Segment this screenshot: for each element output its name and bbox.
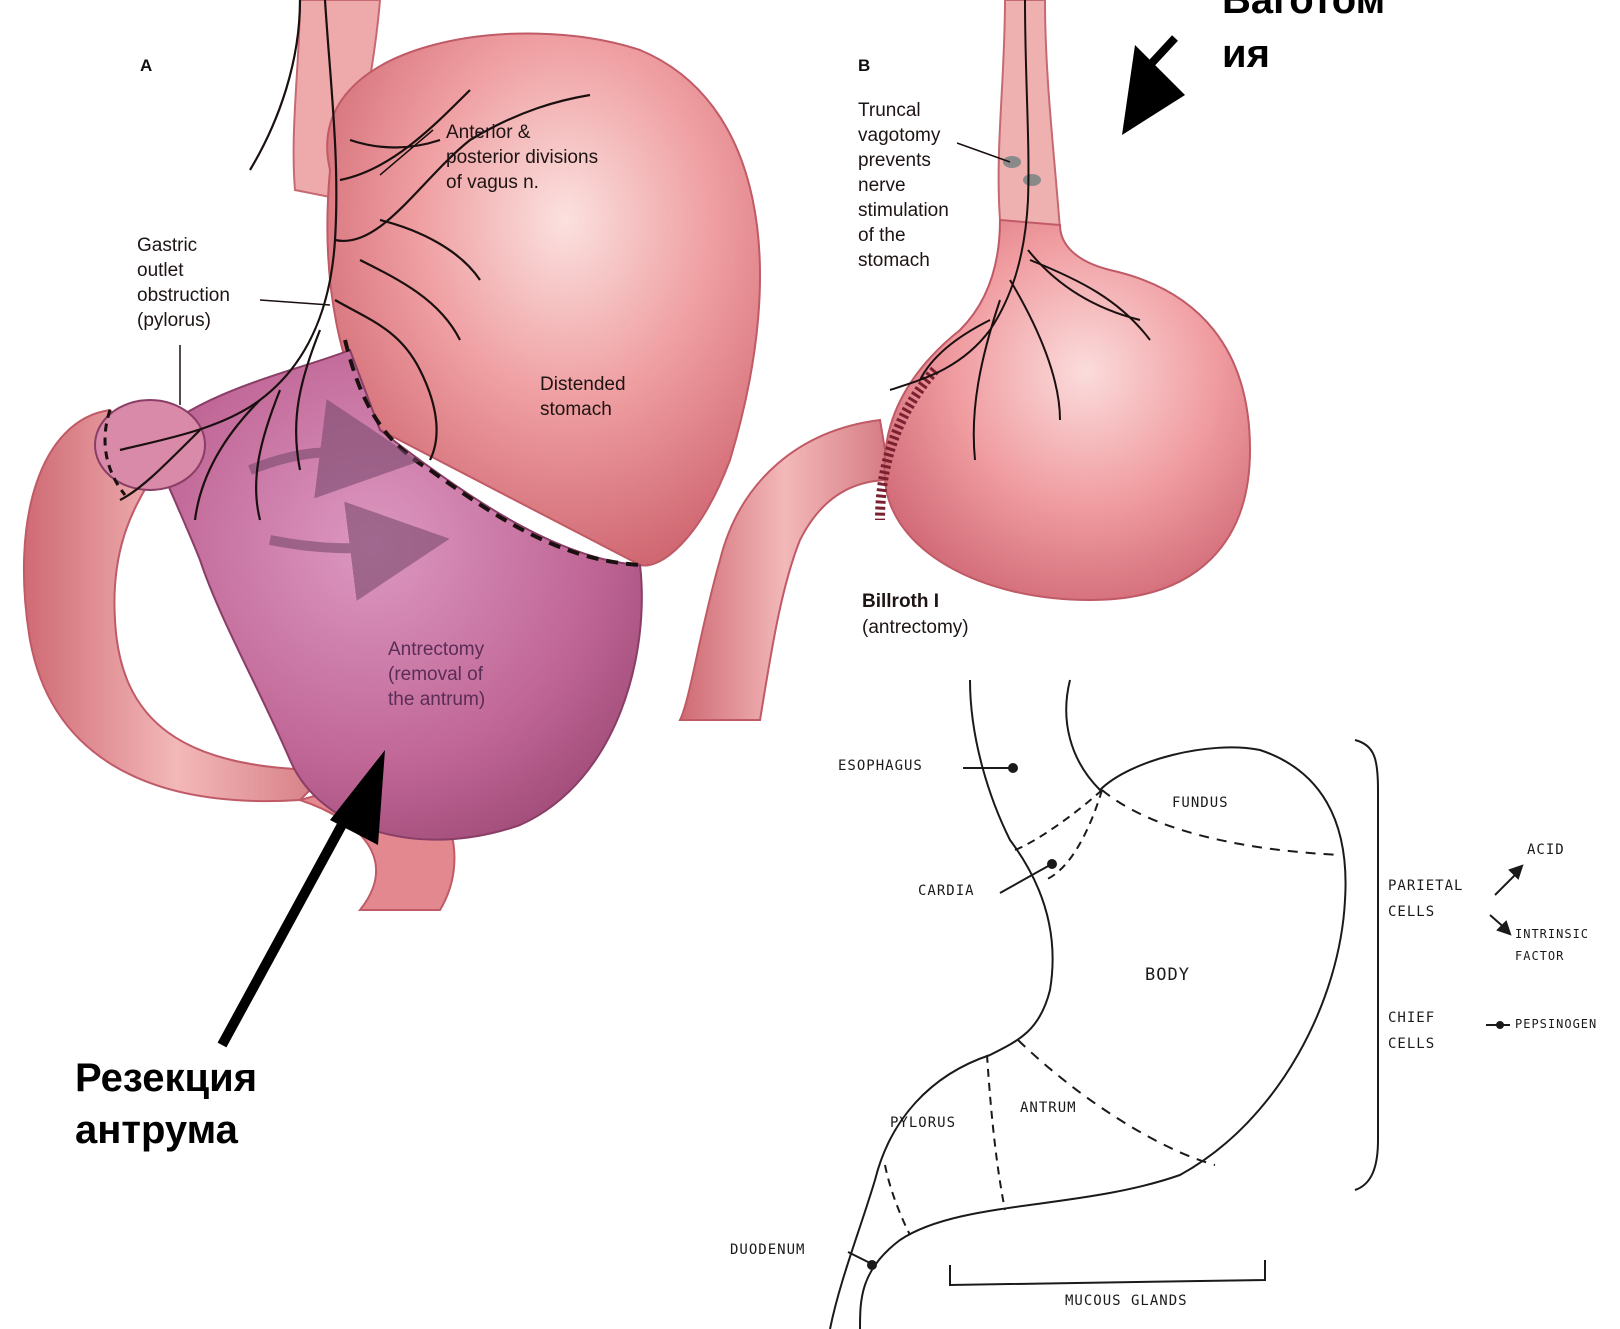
acid-arrow-head: [1510, 866, 1522, 878]
panel-b-illustration: [680, 0, 1250, 720]
pylorus-a: [95, 400, 205, 490]
cardia-leader: [1000, 865, 1050, 893]
duodenum-dot: [868, 1261, 876, 1269]
mucous-glands-bracket: [950, 1260, 1265, 1285]
label-vagus-divisions: Anterior & posterior divisions of vagus …: [446, 120, 598, 195]
schematic-label-intrinsic-factor: INTRINSIC FACTOR: [1515, 923, 1589, 967]
schematic-outer-contour: [860, 680, 1346, 1329]
schematic-label-cardia: CARDIA: [918, 883, 975, 899]
duodenum-leader: [848, 1252, 870, 1263]
schematic-label-esophagus: ESOPHAGUS: [838, 758, 923, 774]
schematic-label-duodenum: DUODENUM: [730, 1242, 805, 1258]
label-vagotomy-ru-line1: Ваготом: [1222, 0, 1385, 26]
resection-arrow-shaft: [222, 810, 350, 1045]
label-resection-ru: Резекция антрума: [75, 1052, 257, 1156]
vagotomy-arrow-shaft: [1150, 38, 1175, 65]
schematic-cardia-line-1: [1015, 790, 1102, 850]
schematic-pylorus-line-1: [987, 1055, 1005, 1210]
vagotomy-cut-marker-2: [1023, 174, 1041, 186]
cardia-dot: [1048, 860, 1056, 868]
vagotomy-cut-marker-1: [1003, 156, 1021, 168]
panel-a-illustration: [24, 0, 760, 1045]
label-vagotomy-ru-line2: ия: [1222, 28, 1270, 80]
schematic-label-chief-cells: CHIEF CELLS: [1388, 1005, 1435, 1057]
label-gastric-outlet: Gastric outlet obstruction (pylorus): [137, 233, 230, 333]
schematic-label-acid: ACID: [1527, 842, 1565, 858]
panel-a-letter: A: [140, 56, 152, 76]
schematic-inner-contour: [830, 680, 1053, 1329]
label-billroth-title: Billroth I: [862, 589, 939, 614]
esophagus-dot: [1009, 764, 1017, 772]
schematic-label-mucous-glands: MUCOUS GLANDS: [1065, 1293, 1188, 1309]
schematic-label-pylorus: PYLORUS: [890, 1115, 956, 1131]
schematic-label-body: BODY: [1145, 965, 1190, 985]
esophagus-b: [999, 0, 1060, 230]
schematic-label-parietal-cells: PARIETAL CELLS: [1388, 873, 1463, 925]
label-distended-stomach: Distended stomach: [540, 372, 626, 422]
label-antrectomy: Antrectomy (removal of the antrum): [388, 637, 485, 712]
schematic-label-fundus: FUNDUS: [1172, 795, 1229, 811]
label-billroth-sub: (antrectomy): [862, 615, 969, 640]
schematic-label-antrum: ANTRUM: [1020, 1100, 1077, 1116]
label-truncal-vagotomy: Truncal vagotomy prevents nerve stimulat…: [858, 98, 949, 273]
pepsinogen-arrow-dot: [1497, 1022, 1503, 1028]
schematic-bracket: [1355, 740, 1378, 1190]
schematic-label-pepsinogen: PEPSINOGEN: [1515, 1017, 1597, 1031]
panel-b-letter: B: [858, 56, 870, 76]
schematic-pylorus-line-2: [885, 1165, 910, 1235]
